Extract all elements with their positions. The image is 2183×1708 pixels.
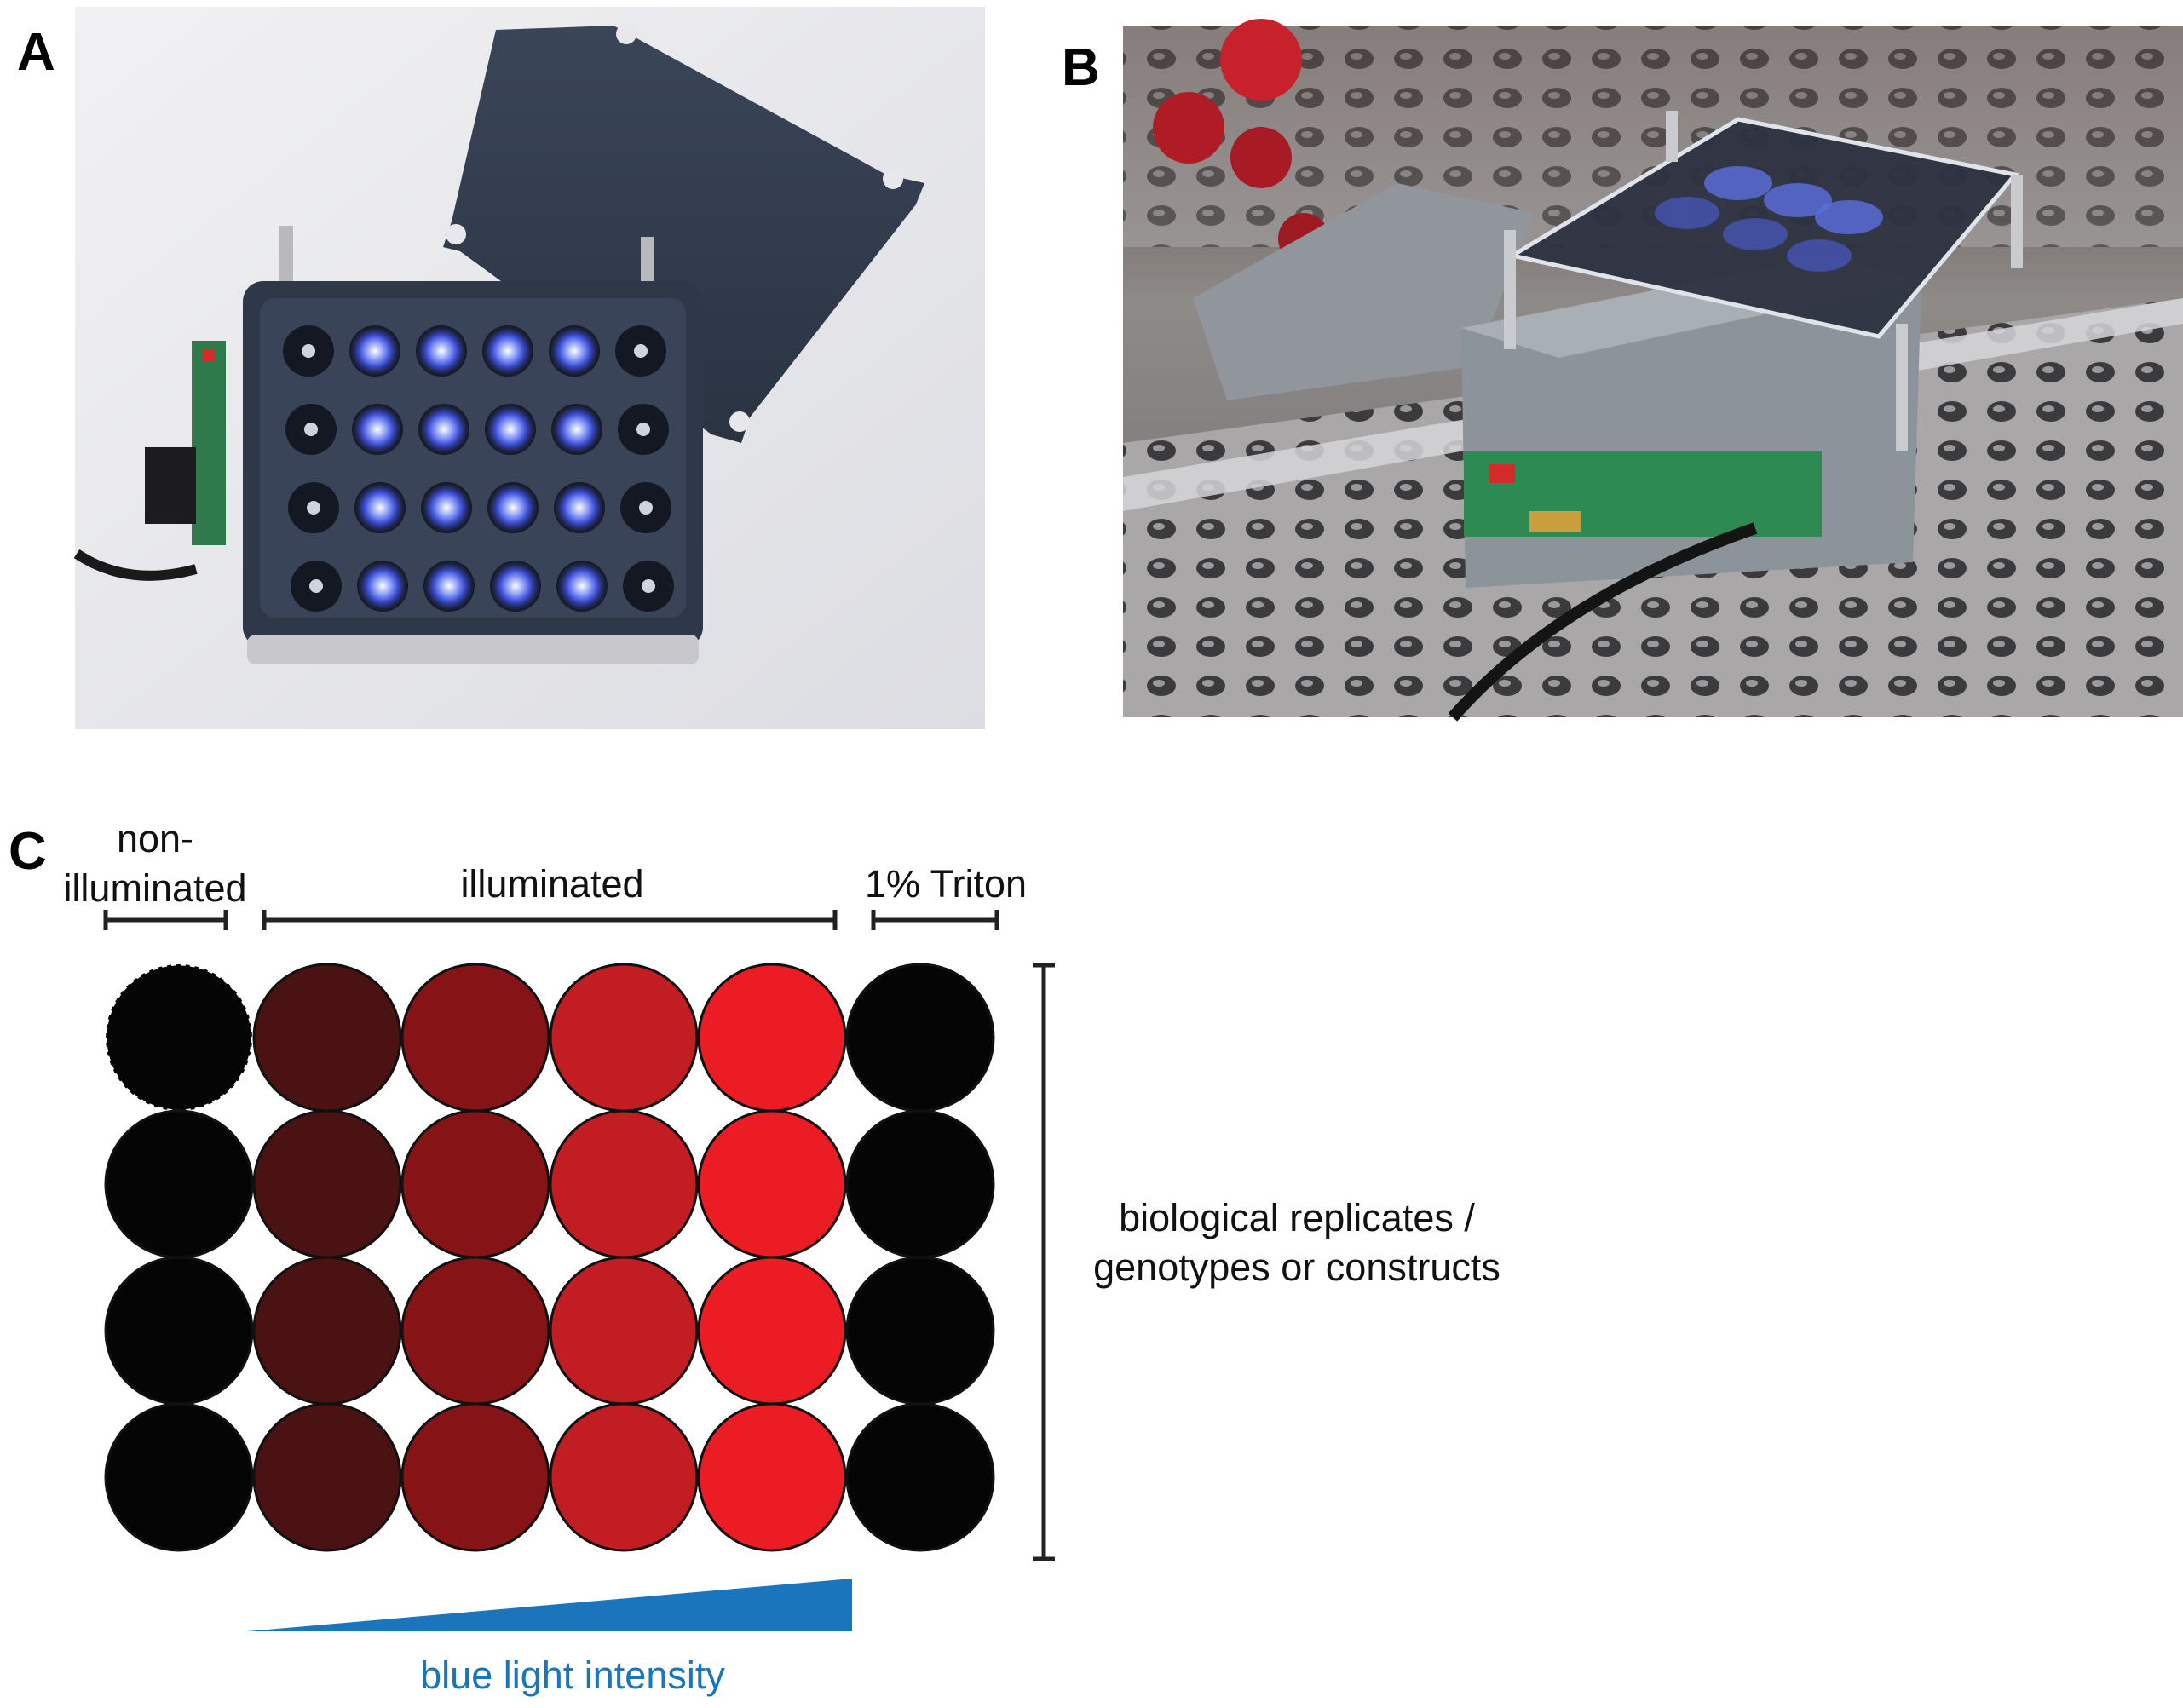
well xyxy=(549,1402,699,1552)
device-grey-screws xyxy=(1504,111,2023,451)
well xyxy=(400,1402,550,1552)
replicates-label-line2: genotypes or constructs xyxy=(1093,1245,1500,1289)
well xyxy=(400,1109,550,1259)
led-off xyxy=(634,344,648,358)
well xyxy=(549,1109,699,1259)
well xyxy=(549,1256,699,1406)
led-off xyxy=(639,501,653,515)
well-plate xyxy=(1506,117,2019,339)
red-cap xyxy=(1220,19,1302,101)
led-glow xyxy=(421,482,472,533)
led-glow xyxy=(418,404,469,455)
led-glow xyxy=(487,482,539,533)
non-illuminated-label-line2: illuminated xyxy=(63,866,246,910)
panel-a-letter: A xyxy=(17,23,55,82)
led-wells xyxy=(283,325,674,612)
panel-b-letter: B xyxy=(1062,38,1100,97)
well xyxy=(104,1402,254,1552)
plate-wells xyxy=(104,963,995,1552)
replicates-label-line1: biological replicates / xyxy=(1119,1196,1475,1239)
triton-label: 1% Triton xyxy=(865,862,1027,906)
power-cable xyxy=(73,549,198,581)
led-glow xyxy=(416,325,467,377)
sd-card-slot xyxy=(145,447,196,524)
led-off xyxy=(304,423,318,436)
blue-light-intensity-wedge xyxy=(247,1579,852,1631)
led-glow xyxy=(357,561,408,612)
replicates-bracket xyxy=(1033,963,1055,1561)
well xyxy=(697,1109,847,1259)
led-off xyxy=(309,579,323,593)
led-glow xyxy=(549,325,600,377)
well xyxy=(252,1109,402,1259)
well-dashed xyxy=(104,963,254,1113)
led-glow xyxy=(556,561,608,612)
well xyxy=(252,1256,402,1406)
non-illuminated-label-line1: non- xyxy=(117,817,193,860)
led-glow xyxy=(551,404,602,455)
well xyxy=(845,963,995,1113)
device-lid xyxy=(443,24,924,443)
led-glow xyxy=(482,325,533,377)
well xyxy=(845,1109,995,1259)
panel-c-schematic: non- illuminated illuminated 1% Triton b… xyxy=(63,817,1500,1697)
led-off xyxy=(642,579,655,593)
well xyxy=(104,1109,254,1259)
blue-light-intensity-label: blue light intensity xyxy=(420,1653,725,1697)
illuminated-label: illuminated xyxy=(460,862,643,906)
well xyxy=(252,1402,402,1552)
led-glow xyxy=(490,561,541,612)
led-glow xyxy=(349,325,400,377)
group-brackets xyxy=(103,910,999,930)
led-glow xyxy=(352,404,403,455)
well xyxy=(549,963,699,1113)
device-body xyxy=(243,281,703,664)
well xyxy=(697,963,847,1113)
panel-b-photo xyxy=(1123,19,2183,722)
panel-a-photo xyxy=(73,7,985,729)
well xyxy=(845,1402,995,1552)
well xyxy=(845,1256,995,1406)
led-glow xyxy=(354,482,406,533)
led-glow xyxy=(485,404,536,455)
well xyxy=(697,1256,847,1406)
led-off xyxy=(302,344,315,358)
device-cable xyxy=(1448,522,1758,722)
well xyxy=(252,963,402,1113)
circuit-board xyxy=(192,341,226,545)
well xyxy=(400,963,550,1113)
led-glow xyxy=(423,561,475,612)
well xyxy=(400,1256,550,1406)
panel-c-letter: C xyxy=(9,822,47,881)
well xyxy=(104,1256,254,1406)
led-off xyxy=(307,501,320,515)
device-lid-grey xyxy=(1193,183,1534,400)
led-off xyxy=(636,423,650,436)
led-glow xyxy=(554,482,605,533)
well xyxy=(697,1402,847,1552)
